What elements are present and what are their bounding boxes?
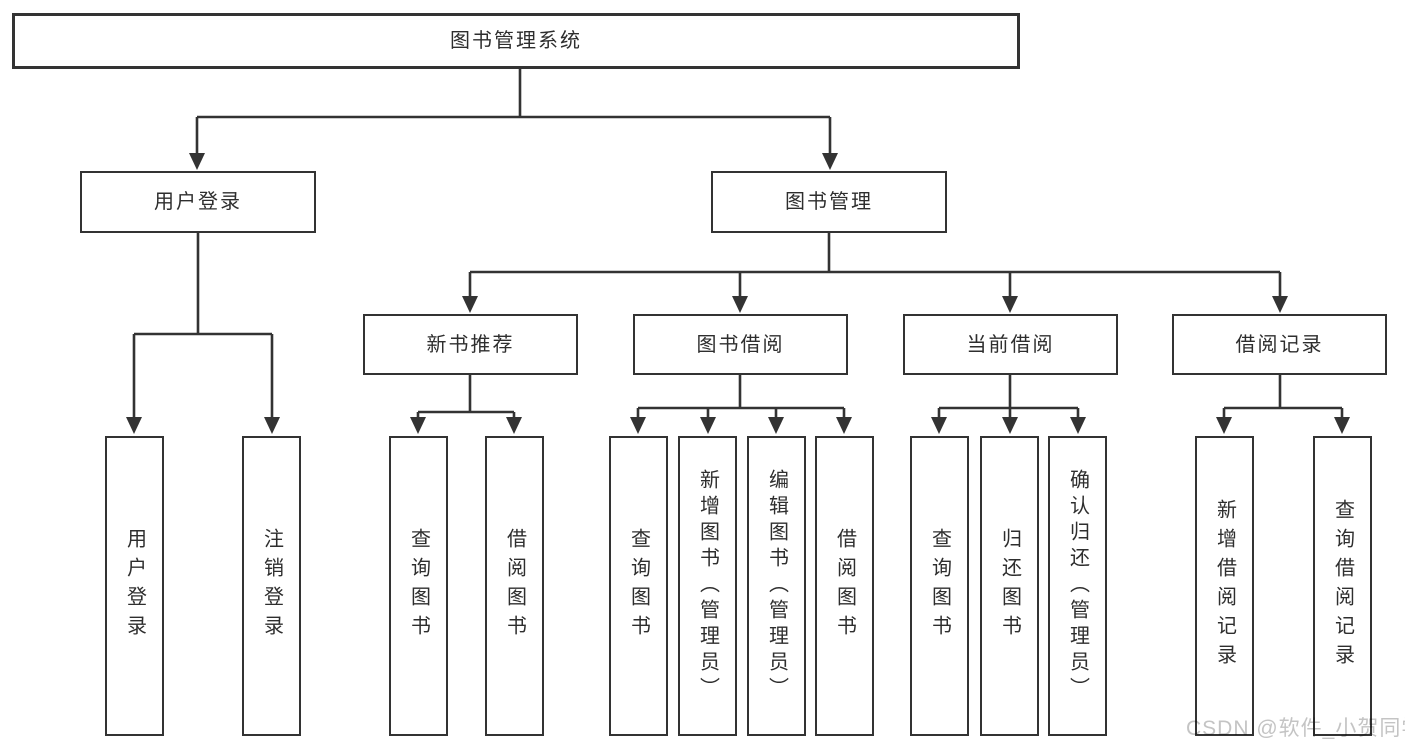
leaf-query-borrow-record: 查询借阅记录 [1313,436,1372,736]
connector-borrow-records-to-leaves [1216,374,1350,434]
connector-user-login-to-leaves [126,233,280,434]
leaf-borrow-books-recommend: 借阅图书 [485,436,544,736]
leaf-query-books-current: 查询图书 [910,436,969,736]
csdn-watermark: CSDN @软件_小贺同学 [1186,717,1405,740]
leaf-add-book-admin: 新增图书（管理员） [678,436,737,736]
connector-new-book-to-leaves [410,374,522,434]
connector-root-to-level2 [189,69,838,170]
connector-book-borrow-to-leaves [630,374,852,434]
node-user-login: 用户登录 [80,171,316,233]
leaf-borrow-books-borrow: 借阅图书 [815,436,874,736]
leaf-logout: 注销登录 [242,436,301,736]
connector-book-management-to-level3 [462,233,1288,313]
leaf-add-borrow-record: 新增借阅记录 [1195,436,1254,736]
node-new-book-recommendation: 新书推荐 [363,314,578,375]
leaf-query-books-borrow: 查询图书 [609,436,668,736]
node-borrowing-records: 借阅记录 [1172,314,1387,375]
leaf-user-login: 用户登录 [105,436,164,736]
node-book-management: 图书管理 [711,171,947,233]
connector-current-borrow-to-leaves [931,374,1086,434]
leaf-edit-book-admin: 编辑图书（管理员） [747,436,806,736]
node-book-borrowing: 图书借阅 [633,314,848,375]
leaf-return-books: 归还图书 [980,436,1039,736]
node-library-management-system: 图书管理系统 [12,13,1020,69]
leaf-query-books-recommend: 查询图书 [389,436,448,736]
node-current-borrowing: 当前借阅 [903,314,1118,375]
leaf-confirm-return-admin: 确认归还（管理员） [1048,436,1107,736]
